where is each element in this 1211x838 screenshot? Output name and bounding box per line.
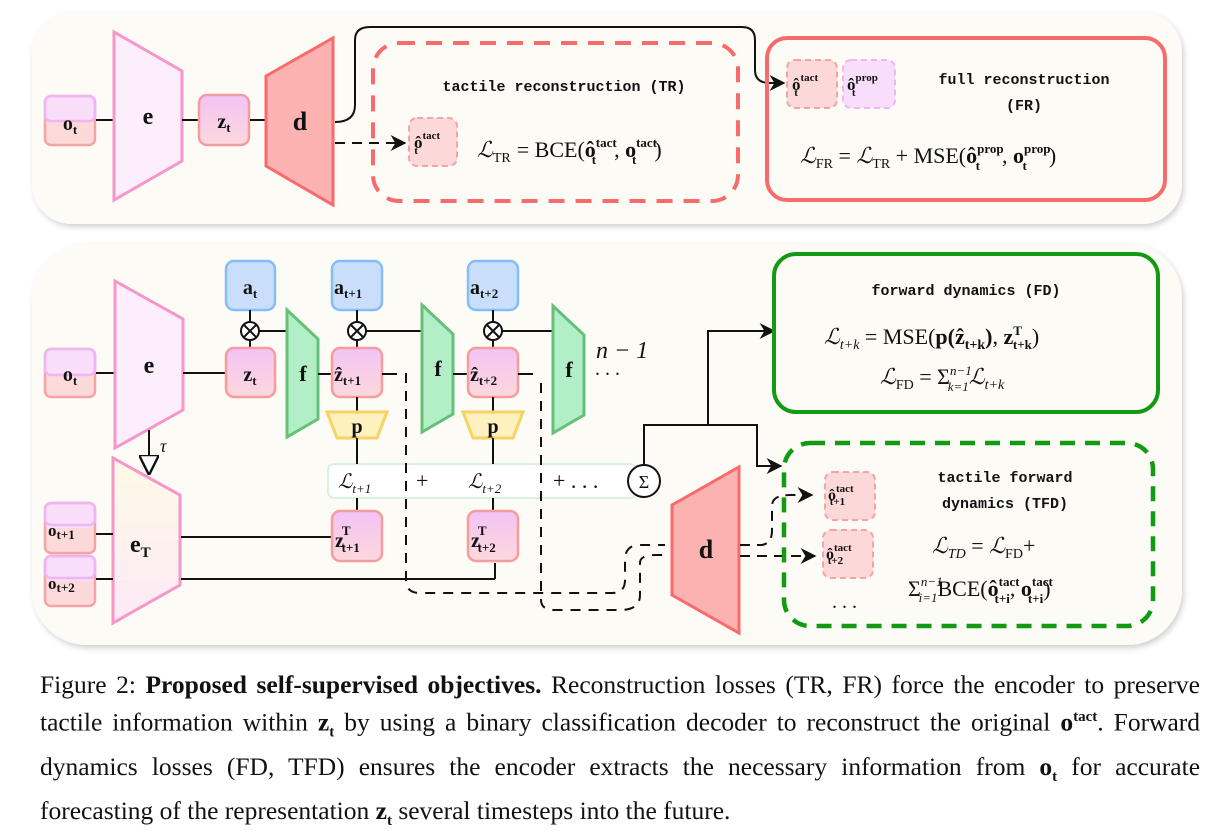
fr-title-line2: (FR) — [1006, 98, 1042, 115]
otimes-icon — [240, 321, 260, 341]
loss-term-t2: ℒt+2 — [468, 471, 502, 496]
fd-title: forward dynamics (FD) — [871, 283, 1060, 300]
target-obs-t1-label: ot+1 — [48, 521, 75, 542]
dynamics-model-3 — [551, 302, 586, 436]
projector-label-2: p — [487, 416, 498, 438]
otimes-icon — [483, 321, 503, 341]
caption-text-8: several timesteps into the future. — [398, 795, 731, 825]
caption-title: Proposed self-supervised objectives. — [145, 670, 542, 699]
target-latent-box-t2 — [466, 509, 520, 563]
action-box-t: at — [224, 259, 277, 312]
projector-2 — [460, 410, 526, 440]
tau-label: τ — [160, 436, 167, 456]
dynamics-label-2: f — [434, 356, 442, 381]
latent-box-t — [224, 346, 277, 399]
diagram: ot e zt d tactile reconstruction (TR) ôt… — [32, 12, 1182, 645]
sum-node: Σ — [627, 464, 661, 498]
dynamics-label-1: f — [299, 361, 307, 386]
caption-text-1: Reconstruction losses (TR, FR) force the… — [551, 670, 1075, 699]
target-obs-t1: ot+1 — [43, 501, 97, 555]
fr-output-prop-box — [842, 59, 896, 109]
target-latent-box-t1 — [330, 509, 384, 563]
caption-sub-t: t — [329, 724, 335, 741]
dynamics-model-2 — [420, 301, 455, 435]
latent-box-top — [197, 93, 251, 147]
caption-symbol-z: z — [317, 707, 330, 737]
dashed-to-tfd-1 — [740, 487, 814, 546]
obs-box-bottom: ot — [43, 347, 97, 399]
connector-to-fr — [334, 26, 786, 123]
tr-title: tactile reconstruction (TR) — [442, 79, 685, 96]
sigma-icon: Σ — [639, 472, 649, 492]
action-box-t1: at+1 — [330, 259, 384, 312]
horizon-label: n − 1 — [596, 338, 648, 364]
plus-ellipsis: + . . . — [553, 468, 598, 493]
connector-to-tfd — [708, 424, 783, 474]
projector-label-1: p — [351, 416, 362, 438]
encoder-trapezoid — [112, 29, 184, 203]
ellipsis-horizon: . . . — [595, 358, 620, 380]
fd-box: forward dynamics (FD) ℒt+k = MSE(p(ẑt+k)… — [772, 252, 1160, 414]
caption-text-3: by using a binary classification decoder… — [344, 707, 961, 737]
fr-title-line1: full reconstruction — [938, 72, 1109, 89]
tfd-loss-1: ℒTD = ℒFD+ — [932, 533, 1035, 562]
decoder-trapezoid — [264, 35, 335, 208]
plus-1: + — [416, 468, 428, 493]
top-panel: ot e zt d tactile reconstruction (TR) ôt… — [32, 12, 1182, 224]
decoder-bottom-label: d — [699, 535, 714, 564]
caption-sup-tact: tact — [1073, 709, 1098, 725]
bottom-panel: ot e τ eT ot+1 ot+2 at — [32, 243, 1182, 645]
figure-caption: Figure 2: Proposed self-supervised objec… — [40, 668, 1200, 838]
tr-output-box — [408, 117, 458, 167]
encoder-label: e — [143, 104, 154, 130]
fr-output-tact-box — [786, 59, 838, 109]
encoder-bottom-label: e — [144, 353, 155, 379]
tfd-ellipsis: . . . — [832, 591, 857, 613]
decoder-label: d — [293, 107, 308, 136]
caption-text-2: to preserve tactile information within — [40, 670, 1200, 737]
target-obs-t2: ot+2 — [43, 554, 97, 608]
dynamics-label-3: f — [565, 357, 573, 382]
dynamics-model-1 — [285, 306, 320, 440]
caption-sub-t3: t — [386, 812, 392, 829]
tfd-output-box-t1 — [824, 471, 876, 521]
obs-box-top: ot — [43, 94, 97, 147]
otimes-icon — [347, 321, 367, 341]
target-obs-t2-label: ot+2 — [48, 574, 75, 595]
tfd-title-line1: tactile forward — [937, 470, 1072, 487]
tfd-output-box-t2 — [822, 529, 874, 579]
caption-symbol-o: o — [1060, 707, 1074, 737]
dashed-path-1 — [405, 373, 665, 594]
action-box-t2: at+2 — [466, 259, 520, 312]
projector-1 — [324, 410, 390, 440]
dashed-path-2 — [540, 383, 670, 611]
loss-term-t1: ℒt+1 — [338, 471, 371, 496]
tfd-title-line2: dynamics (TFD) — [942, 496, 1068, 513]
caption-symbol-o2: o — [1039, 751, 1053, 781]
caption-text-5: . Forward dynamics losses (FD, TFD) ensu… — [40, 707, 1201, 781]
caption-text-6: information from — [841, 751, 1026, 781]
caption-sub-t2: t — [1052, 768, 1058, 785]
target-encoder — [111, 455, 182, 626]
caption-label: Figure 2: — [40, 670, 136, 699]
caption-symbol-z2: z — [375, 795, 387, 825]
encoder-bottom — [113, 278, 185, 451]
decoder-bottom — [670, 464, 741, 636]
caption-text-4: original — [971, 707, 1051, 737]
